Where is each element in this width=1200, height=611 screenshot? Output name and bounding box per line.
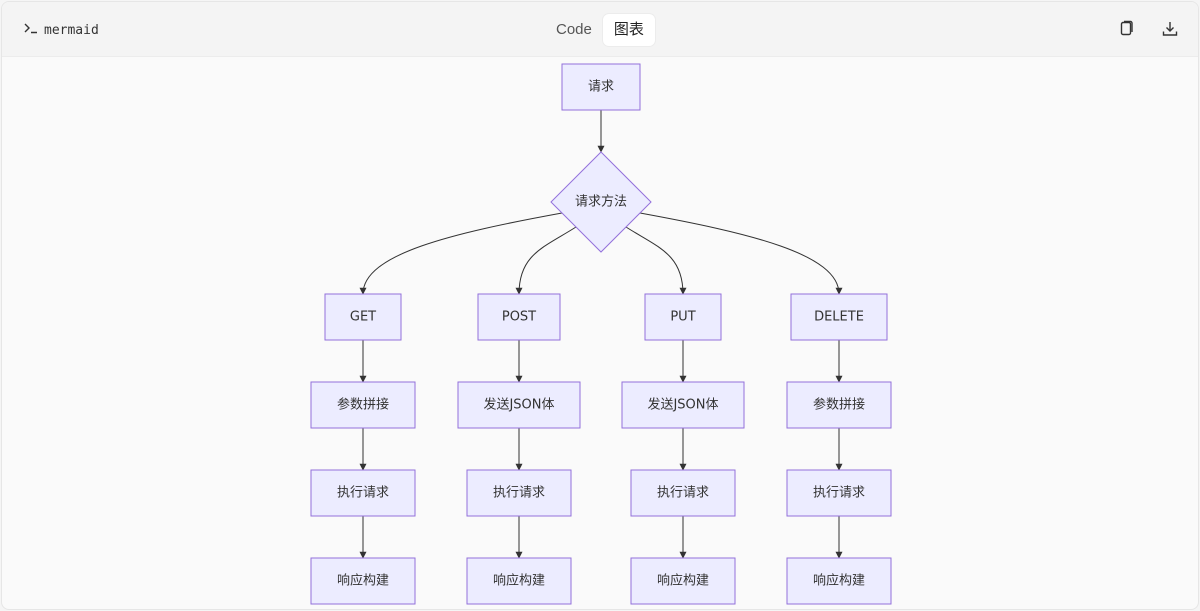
node-get_param[interactable]: 参数拼接 bbox=[310, 381, 416, 429]
edge-method-to-post bbox=[515, 226, 577, 295]
node-put-label: PUT bbox=[670, 310, 695, 325]
node-get_param-shape bbox=[310, 381, 416, 429]
node-get_exec-shape bbox=[310, 469, 416, 517]
node-method[interactable]: 请求方法 bbox=[550, 151, 652, 253]
node-put_resp-shape bbox=[630, 557, 736, 605]
node-post[interactable]: POST bbox=[477, 293, 561, 341]
language-label: mermaid bbox=[44, 22, 99, 38]
node-post_exec[interactable]: 执行请求 bbox=[466, 469, 572, 517]
node-method-shape bbox=[550, 151, 652, 253]
node-post_exec-label: 执行请求 bbox=[493, 486, 545, 501]
node-delete_resp-shape bbox=[786, 557, 892, 605]
node-req-label: 请求 bbox=[588, 80, 614, 95]
node-delete_exec-label: 执行请求 bbox=[813, 486, 865, 501]
language-label-group: mermaid bbox=[24, 22, 99, 38]
node-put_exec[interactable]: 执行请求 bbox=[630, 469, 736, 517]
terminal-prompt-icon bbox=[24, 22, 38, 38]
diagram-canvas: 请求请求方法 GET POST PUT DELETE 参数拼接 发送JSON体 发送JSON体… bbox=[2, 57, 1198, 609]
edge-method-to-put bbox=[625, 226, 687, 295]
node-put_exec-label: 执行请求 bbox=[657, 486, 709, 501]
node-post-shape bbox=[477, 293, 561, 341]
node-post_exec-shape bbox=[466, 469, 572, 517]
node-put-shape bbox=[644, 293, 722, 341]
node-post_resp[interactable]: 响应构建 bbox=[466, 557, 572, 605]
node-get_resp[interactable]: 响应构建 bbox=[310, 557, 416, 605]
node-put_json-shape bbox=[621, 381, 745, 429]
node-post_json-shape bbox=[457, 381, 581, 429]
node-delete-shape bbox=[790, 293, 888, 341]
node-get_exec[interactable]: 执行请求 bbox=[310, 469, 416, 517]
node-req[interactable]: 请求 bbox=[561, 63, 641, 111]
node-post_resp-label: 响应构建 bbox=[493, 573, 545, 589]
node-delete_param[interactable]: 参数拼接 bbox=[786, 381, 892, 429]
node-get_resp-shape bbox=[310, 557, 416, 605]
download-icon bbox=[1162, 22, 1178, 36]
node-get-label: GET bbox=[350, 310, 376, 325]
node-req-shape bbox=[561, 63, 641, 111]
copy-icon bbox=[1120, 20, 1133, 36]
node-get_exec-label: 执行请求 bbox=[337, 486, 389, 501]
edges-layer bbox=[359, 110, 843, 559]
node-put[interactable]: PUT bbox=[644, 293, 722, 341]
download-button[interactable] bbox=[1159, 18, 1181, 40]
node-get-shape bbox=[324, 293, 402, 341]
node-delete_exec-shape bbox=[786, 469, 892, 517]
copy-button[interactable] bbox=[1116, 18, 1138, 40]
node-post_json-label: 发送JSON体 bbox=[483, 397, 554, 413]
node-put_json[interactable]: 发送JSON体 bbox=[621, 381, 745, 429]
node-delete-label: DELETE bbox=[814, 310, 864, 325]
node-get[interactable]: GET bbox=[324, 293, 402, 341]
node-put_resp[interactable]: 响应构建 bbox=[630, 557, 736, 605]
edge-method-to-get bbox=[359, 212, 563, 295]
node-delete_param-label: 参数拼接 bbox=[813, 397, 865, 413]
view-tabs: Code 图表 bbox=[545, 14, 655, 46]
node-get_param-label: 参数拼接 bbox=[337, 397, 389, 413]
node-delete_resp[interactable]: 响应构建 bbox=[786, 557, 892, 605]
node-put_exec-shape bbox=[630, 469, 736, 517]
node-put_json-label: 发送JSON体 bbox=[647, 397, 718, 413]
node-delete[interactable]: DELETE bbox=[790, 293, 888, 341]
node-method-label: 请求方法 bbox=[575, 194, 627, 210]
node-delete_param-shape bbox=[786, 381, 892, 429]
node-delete_resp-label: 响应构建 bbox=[813, 573, 865, 589]
node-get_resp-label: 响应构建 bbox=[337, 573, 389, 589]
terminal-prompt-icon-svg bbox=[24, 23, 37, 34]
node-post_resp-shape bbox=[466, 557, 572, 605]
tab-diagram[interactable]: 图表 bbox=[602, 14, 655, 46]
node-post-label: POST bbox=[502, 310, 536, 325]
node-put_resp-label: 响应构建 bbox=[657, 573, 709, 589]
edge-method-to-delete bbox=[639, 212, 843, 295]
code-block-header: mermaid Code 图表 bbox=[2, 2, 1198, 57]
node-delete_exec[interactable]: 执行请求 bbox=[786, 469, 892, 517]
node-post_json[interactable]: 发送JSON体 bbox=[457, 381, 581, 429]
tab-code[interactable]: Code bbox=[556, 21, 592, 38]
